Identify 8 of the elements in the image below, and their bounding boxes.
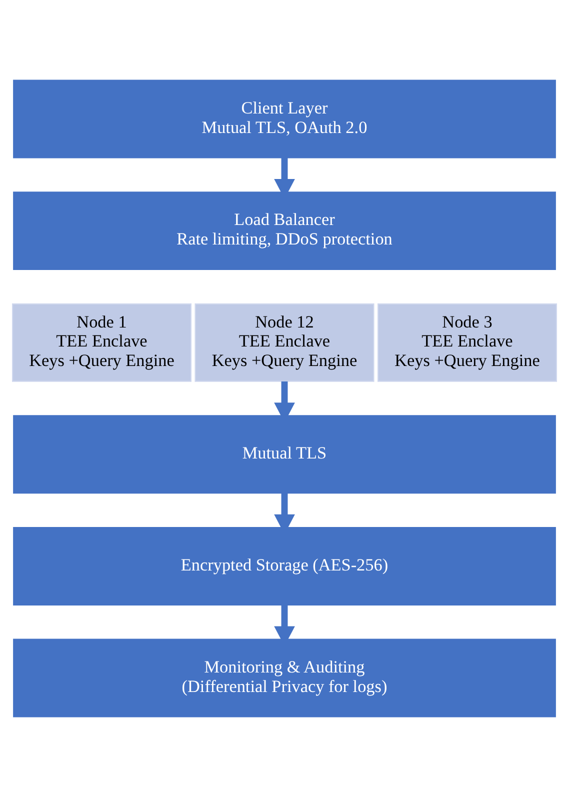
node-box: Node 12 TEE Enclave Keys +Query Engine bbox=[194, 303, 374, 382]
node-box: Monitoring & Auditing (Differential Privacy for logs) bbox=[13, 638, 556, 718]
node-box: Node 1 TEE Enclave Keys +Query Engine bbox=[12, 303, 192, 382]
node-box: Node 3 TEE Enclave Keys +Query Engine bbox=[377, 303, 558, 382]
node-box: Encrypted Storage (AES-256) bbox=[13, 526, 556, 606]
node-box: Load Balancer Rate limiting, DDoS protection bbox=[13, 192, 556, 270]
node-box: Mutual TLS bbox=[13, 415, 556, 494]
node-box: Client Layer Mutual TLS, OAuth 2.0 bbox=[13, 80, 556, 158]
